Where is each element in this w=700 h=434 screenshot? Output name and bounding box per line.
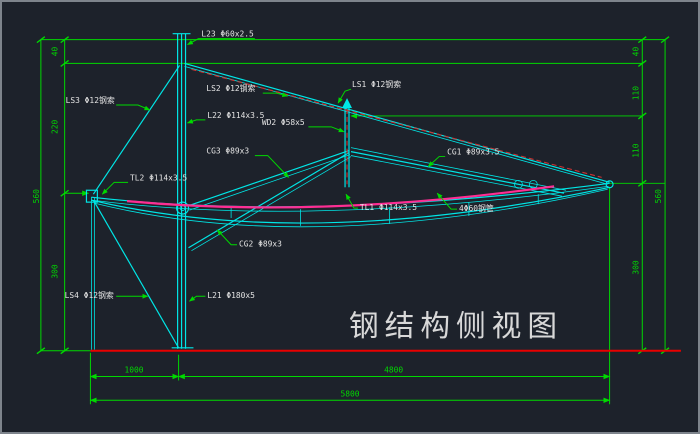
arm-cg1 bbox=[350, 151, 565, 194]
dim-label-right-0: 40 bbox=[631, 47, 640, 57]
dim-label-right-2: 110 bbox=[631, 143, 640, 158]
part-label-tl1: TL1 Φ114x3.5 bbox=[360, 203, 417, 212]
part-labels: L23 Φ60x2.5 LS3 Φ12钢索 LS2 Φ12钢索 L22 Φ114… bbox=[65, 30, 500, 302]
part-label-ls3: LS3 Φ12钢索 bbox=[66, 95, 115, 105]
part-label-cg1: CG1 Φ89x3.5 bbox=[447, 148, 500, 157]
part-label-l23: L23 Φ60x2.5 bbox=[201, 30, 254, 39]
dim-label-left-total: 560 bbox=[32, 189, 41, 204]
dim-label-right-total: 560 bbox=[654, 189, 663, 204]
beam-tip-joint bbox=[605, 180, 614, 189]
dim-label-bottom-1: 4800 bbox=[384, 366, 403, 375]
top-chord bbox=[184, 62, 610, 183]
part-label-cg2: CG2 Φ89x3 bbox=[239, 240, 282, 249]
dim-label-bottom-total: 5800 bbox=[340, 389, 359, 398]
steel-structure bbox=[85, 33, 681, 352]
cable-ls3 bbox=[92, 65, 181, 195]
dim-label-left-0: 40 bbox=[51, 47, 60, 57]
arm-cg1 bbox=[350, 147, 567, 191]
part-label-ls1: LS1 Φ12钢索 bbox=[352, 79, 401, 89]
mast-beam-joint bbox=[176, 201, 190, 215]
drawing-title: 钢结构侧视图 bbox=[349, 309, 563, 344]
arm-cg3 bbox=[189, 154, 351, 211]
part-label-tl2: TL2 Φ114x3.5 bbox=[130, 173, 187, 182]
dim-label-left-1: 220 bbox=[51, 119, 60, 134]
part-label-ls2: LS2 Φ12钢索 bbox=[206, 83, 255, 93]
dimension-framework: 40 220 300 560 40 110 110 300 560 1000 4… bbox=[32, 35, 670, 405]
dim-label-bottom-0: 1000 bbox=[124, 366, 143, 375]
beam-bottom-chord bbox=[94, 188, 608, 228]
part-label-pipe: 4Φ60钢管 bbox=[459, 203, 494, 213]
arm-cg2 bbox=[191, 156, 352, 252]
part-label-wd2: WD2 Φ58x5 bbox=[262, 118, 305, 127]
dim-label-left-2: 300 bbox=[51, 264, 60, 279]
arm-cg3 bbox=[187, 150, 350, 207]
cable-ls4 bbox=[92, 199, 180, 349]
part-label-l22: L22 Φ114x3.5 bbox=[207, 111, 264, 120]
anchor-bracket bbox=[85, 189, 98, 203]
part-label-ls4: LS4 Φ12钢索 bbox=[65, 290, 114, 300]
beam-bottom-chord bbox=[91, 186, 610, 224]
arm-cg2 bbox=[188, 152, 350, 249]
strut-apex-arrow-icon bbox=[342, 98, 352, 109]
dim-label-right-3: 300 bbox=[631, 260, 640, 275]
beam-bolt-circle bbox=[514, 179, 523, 189]
beam-top-chord bbox=[91, 185, 609, 212]
dim-label-right-1: 110 bbox=[631, 86, 640, 101]
part-label-l21: L21 Φ180x5 bbox=[207, 291, 255, 300]
part-label-cg3: CG3 Φ89x3 bbox=[206, 147, 249, 156]
cable-ls1-ls2-dashed bbox=[191, 68, 602, 178]
beam-highlight-chord bbox=[126, 185, 555, 209]
